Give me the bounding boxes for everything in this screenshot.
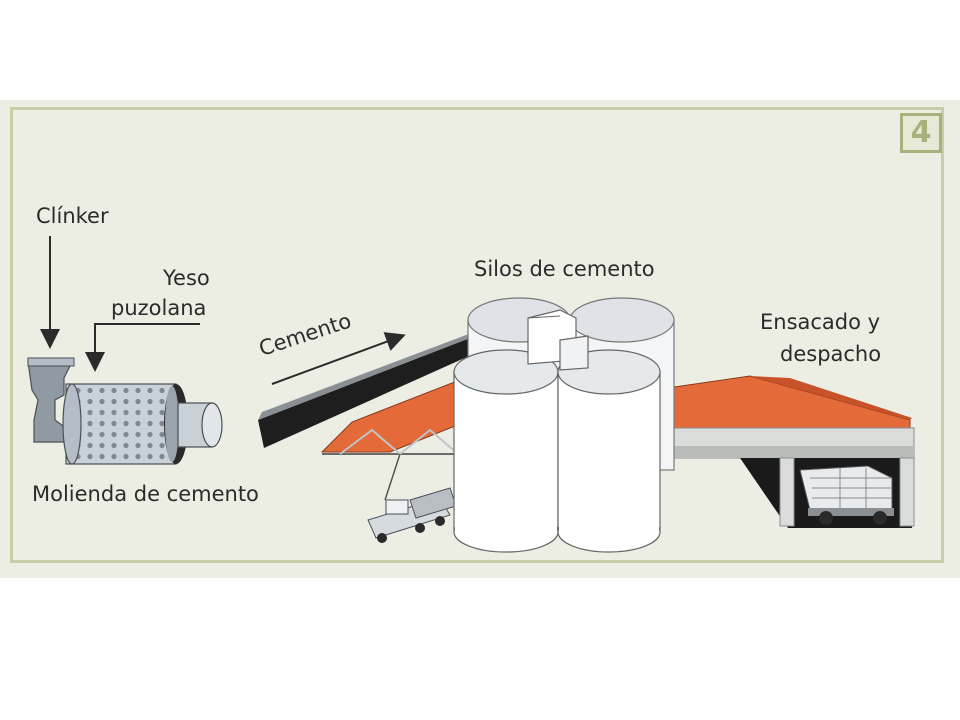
yeso-arrow: [85, 323, 200, 372]
label-silos: Silos de cemento: [474, 257, 655, 281]
silo-front-left: [453, 349, 559, 553]
label-yeso: Yeso: [163, 266, 210, 290]
label-molienda: Molienda de cemento: [32, 482, 259, 506]
label-clinker: Clínker: [36, 204, 109, 228]
cement-mill: [27, 357, 223, 465]
label-ensacado: Ensacado y: [760, 310, 881, 334]
conveyor-belt: [258, 332, 478, 448]
label-despacho: despacho: [780, 342, 882, 366]
truck-right: [799, 465, 894, 525]
label-puzolana: puzolana: [111, 296, 207, 320]
cement-silos: [453, 297, 675, 553]
step-number-badge: 4: [900, 113, 942, 153]
cemento-arrow: [271, 332, 406, 385]
silo-top-housing: [527, 309, 589, 371]
truck-left: [367, 487, 457, 543]
silo-front-right: [557, 349, 661, 553]
diagram-frame: [10, 107, 944, 563]
